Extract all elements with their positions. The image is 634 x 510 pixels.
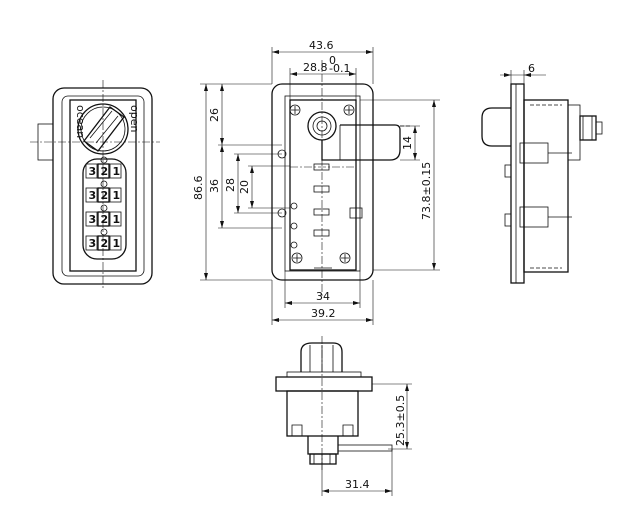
wheel-indicator-icon xyxy=(100,228,108,236)
wheel-digit: 1 xyxy=(113,237,121,250)
wheel-digit-cell xyxy=(97,187,110,203)
dimension-lines xyxy=(200,47,546,496)
dim-bolt-height: 14 xyxy=(401,136,414,150)
dim-slot-tol-upper: 0 xyxy=(329,54,336,67)
screw-icon xyxy=(339,252,351,264)
dim-bottom-vertical: 25.3±0.5 xyxy=(394,395,407,446)
bottom-view xyxy=(275,336,393,470)
wheel-digit-cell xyxy=(109,163,122,179)
screw-icon xyxy=(291,252,303,264)
wheel-digit: 1 xyxy=(113,189,121,202)
wheel-digit: 3 xyxy=(89,165,97,178)
wheel-digit-cell xyxy=(97,235,110,251)
wheel-digit-cell xyxy=(97,211,110,227)
dim-inner-height: 20 xyxy=(238,180,251,194)
dim-height-overall: 86.6 xyxy=(192,176,205,201)
wheel-digit-cell xyxy=(85,163,98,179)
wheel-digit-cell xyxy=(109,187,122,203)
dim-housing-height: 73.8±0.15 xyxy=(420,162,433,220)
dim-bottom-outer: 39.2 xyxy=(311,307,336,320)
dim-bracket-height: 28 xyxy=(224,178,237,192)
dim-top-width: 43.6 xyxy=(309,39,334,52)
wheel-indicator-icon xyxy=(100,156,108,164)
wheel-digit: 2 xyxy=(101,189,109,202)
rear-view xyxy=(271,60,412,296)
wheel-digit: 1 xyxy=(113,165,121,178)
wheel-digit: 2 xyxy=(101,213,109,226)
wheel-digit: 1 xyxy=(113,213,121,226)
dim-slot-tol-lower: -0.1 xyxy=(329,62,350,75)
wheel-digit-cell xyxy=(85,187,98,203)
wheel-digit: 3 xyxy=(89,189,97,202)
wheel-indicator-icon xyxy=(100,180,108,188)
wheel-digit: 2 xyxy=(101,237,109,250)
wheel-digit-cell xyxy=(85,211,98,227)
dim-slot-width: 28.8 xyxy=(303,61,328,74)
dim-bottom-horizontal: 31.4 xyxy=(345,478,370,491)
wheel-digit: 2 xyxy=(101,165,109,178)
dim-side-top: 6 xyxy=(528,62,535,75)
side-view xyxy=(481,83,603,284)
wheel-digit: 3 xyxy=(89,213,97,226)
wheel-indicator-icon xyxy=(100,204,108,212)
dial-label-left: ocean xyxy=(74,105,87,138)
dimension-arrows xyxy=(204,50,531,493)
screw-icon xyxy=(289,104,301,116)
screw-icon xyxy=(343,104,355,116)
wheel-digit-cell xyxy=(85,235,98,251)
wheel-digit-cell xyxy=(109,235,122,251)
dim-upper-offset: 26 xyxy=(208,108,221,122)
dial-label-right: open xyxy=(128,105,141,132)
dim-bottom-inner: 34 xyxy=(316,290,330,303)
wheel-digit-cell xyxy=(97,163,110,179)
wheel-digit: 3 xyxy=(89,237,97,250)
wheel-digit-cell xyxy=(109,211,122,227)
dial-knob[interactable] xyxy=(77,103,129,155)
dim-lower-span: 36 xyxy=(208,179,221,193)
